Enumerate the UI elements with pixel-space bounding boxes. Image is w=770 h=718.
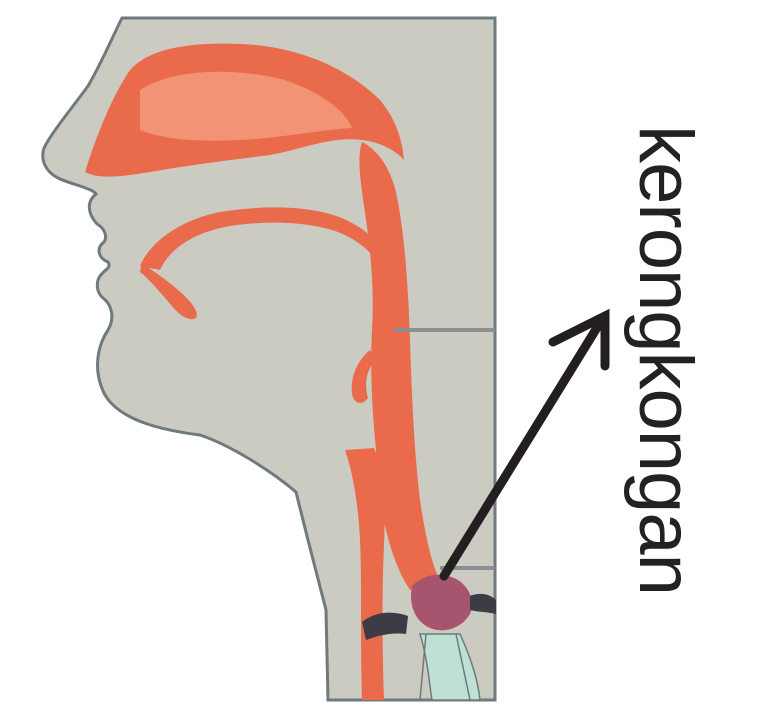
larynx xyxy=(410,574,473,631)
trachea-line xyxy=(455,633,471,701)
vocal-fold-left xyxy=(362,612,408,640)
trachea-line xyxy=(419,633,427,701)
vocal-fold-right xyxy=(470,593,496,614)
nasal-cavity-highlight xyxy=(140,71,352,141)
tongue-tip xyxy=(140,262,197,320)
epiglottis xyxy=(351,350,376,403)
arrow-shaft xyxy=(439,321,603,581)
arrow-head xyxy=(548,308,610,371)
oral-cavity xyxy=(140,207,388,270)
trachea xyxy=(418,633,481,701)
kerongkongan-label: kerongkongan xyxy=(623,125,708,595)
